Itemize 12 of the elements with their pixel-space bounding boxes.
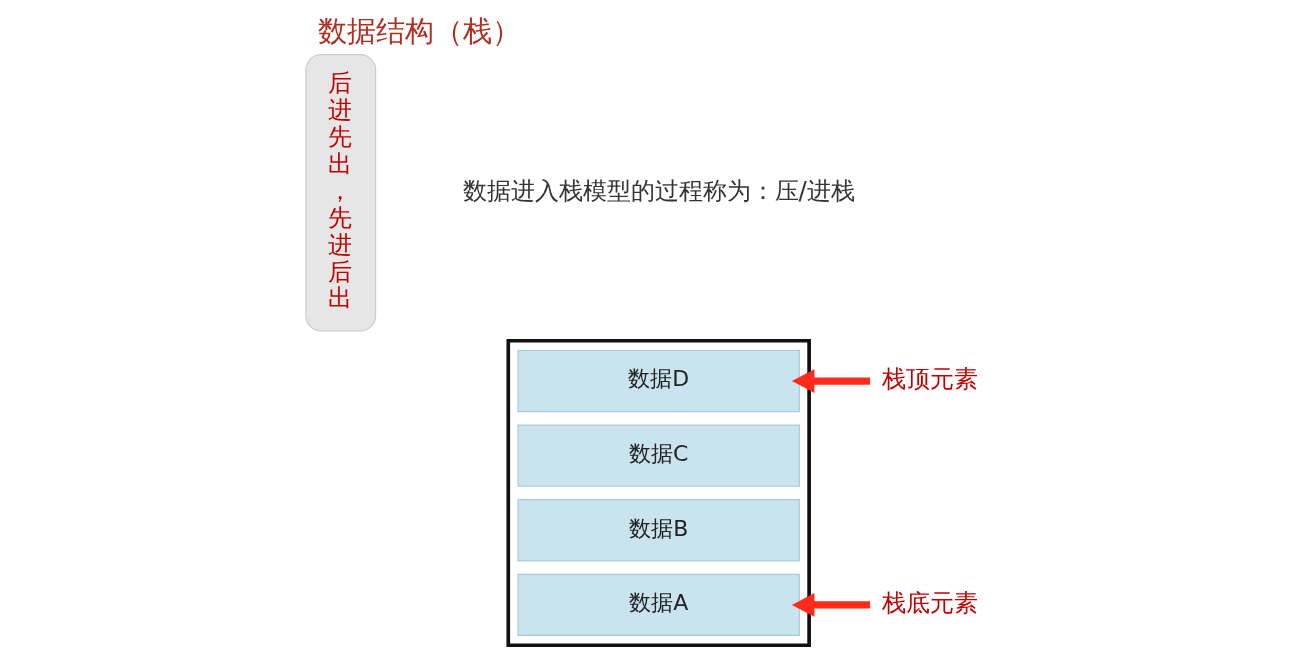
- label: 数据进入栈模型的过程称为：压/进栈: [462, 175, 855, 205]
- diagram-title: 数据结构（栈）: [317, 14, 521, 49]
- cluster: [505, 338, 811, 648]
- arrow: [791, 593, 870, 617]
- node-text: 栈顶元素: [881, 364, 978, 394]
- node-text: 栈底元素: [881, 587, 978, 617]
- node-box: 数据A: [516, 573, 800, 637]
- node-box: 后进先出，先进后出: [304, 53, 376, 332]
- node-box: 数据D: [516, 349, 800, 413]
- node-box: 数据B: [516, 499, 800, 562]
- node-box: 数据C: [516, 424, 800, 487]
- arrow: [791, 369, 870, 393]
